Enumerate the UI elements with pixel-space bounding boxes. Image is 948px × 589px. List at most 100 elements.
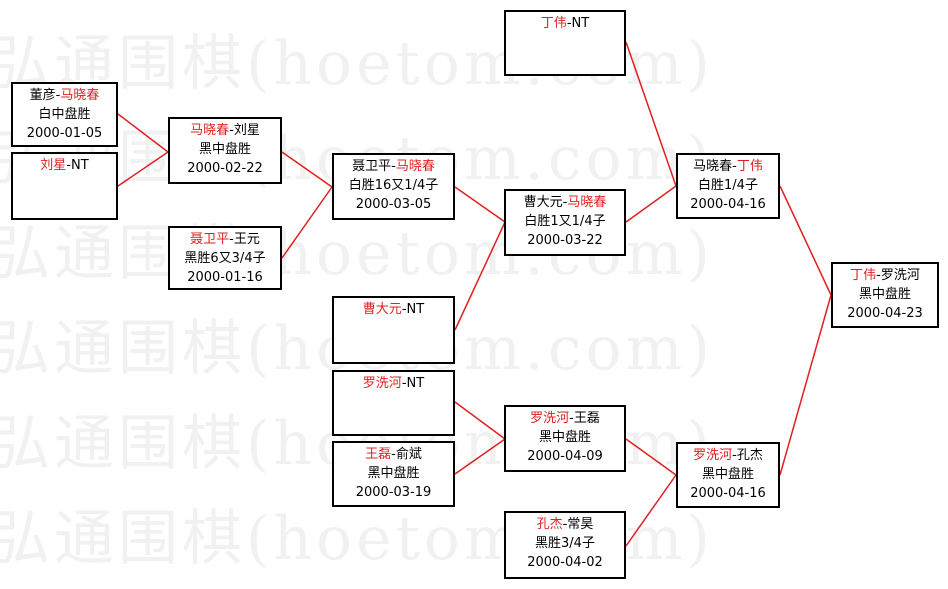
connector-line [117,113,169,153]
connector-line [625,185,677,223]
match-date: 2000-04-23 [847,306,923,321]
versus-dash: - [732,448,737,463]
versus-dash: - [562,195,568,210]
match-date: 2000-03-19 [355,485,432,500]
match-box: 董彦-马晓春白中盘胜 2000-01-05 [11,82,118,147]
match-result: 白胜16又1/4子 [348,178,439,193]
match-box: 罗洗河-王磊黑中盘胜 2000-04-09 [504,405,626,472]
player-name: 聂卫平 [352,159,392,174]
player-name: 罗洗河 [362,376,402,391]
player-name: 马晓春 [693,159,733,174]
match-players: 罗洗河-王磊 [506,409,624,428]
player-name: 孔杰 [736,448,763,463]
match-date: 2000-03-22 [527,233,603,248]
match-date: 2000-01-16 [187,270,263,285]
connector-line [281,151,333,188]
match-date: 2000-01-05 [26,126,103,141]
connector-line [625,474,677,547]
player-name: NT [571,16,590,31]
player-name: 俞斌 [395,447,422,462]
match-date: 2000-03-05 [355,197,432,212]
player-name: 丁伟 [736,159,763,174]
versus-dash: - [566,16,572,31]
player-name: 马晓春 [190,123,230,138]
match-result: 黑中盘胜 [858,287,911,302]
match-players: 罗洗河-孔杰 [678,446,778,465]
match-players: 马晓春-刘星 [170,121,280,140]
match-date: 2000-04-16 [690,486,766,501]
connector-line [454,186,506,223]
match-box: 马晓春-丁伟白胜1/4子 2000-04-16 [676,153,780,219]
connector-line [779,185,832,296]
match-box: 丁伟-罗洗河黑中盘胜 2000-04-23 [831,262,939,328]
versus-dash: - [55,88,61,103]
connector-line [625,41,677,187]
player-name: 王磊 [573,411,600,426]
match-result: 黑中盘胜 [367,466,420,481]
match-players: 丁伟-罗洗河 [833,266,937,285]
player-name: 刘星 [40,158,67,173]
match-result: 黑中盘胜 [538,430,591,445]
match-date: 2000-04-16 [690,197,766,212]
versus-dash: - [391,447,396,462]
player-name: 王元 [233,232,260,247]
versus-dash: - [66,158,72,173]
match-players: 罗洗河-NT [334,374,453,393]
versus-dash: - [401,302,407,317]
connector-line [117,151,169,187]
match-box: 聂卫平-马晓春白胜16又1/4子 2000-03-05 [332,153,455,220]
connector-line [454,438,506,475]
match-result: 白中盘胜 [38,107,91,122]
match-players: 曹大元-NT [334,300,453,319]
connector-line [779,294,832,476]
versus-dash: - [401,376,407,391]
match-result: 黑胜6又3/4子 [184,251,266,266]
player-name: 曹大元 [523,195,563,210]
player-name: NT [406,302,425,317]
versus-dash: - [732,159,737,174]
match-box: 罗洗河-NT [332,370,455,436]
player-name: 刘星 [233,123,260,138]
versus-dash: - [229,232,234,247]
player-name: 罗洗河 [693,448,733,463]
versus-dash: - [391,159,396,174]
player-name: 马晓春 [567,195,607,210]
match-players: 丁伟-NT [506,14,624,33]
player-name: 罗洗河 [530,411,570,426]
player-name: 罗洗河 [880,268,920,283]
match-box: 聂卫平-王元黑胜6又3/4子 2000-01-16 [168,226,282,290]
player-name: 丁伟 [850,268,877,283]
connector-line [625,438,677,476]
connector-line [454,401,506,440]
match-box: 刘星-NT [11,152,118,220]
match-box: 丁伟-NT [504,10,626,76]
match-date: 2000-04-02 [527,555,603,570]
versus-dash: - [229,123,234,138]
player-name: 董彦 [29,88,56,103]
match-box: 王磊-俞斌黑中盘胜 2000-03-19 [332,441,455,507]
player-name: 马晓春 [395,159,435,174]
match-result: 黑胜3/4子 [535,536,595,551]
player-name: 丁伟 [540,16,567,31]
match-players: 王磊-俞斌 [334,445,453,464]
connector-line [281,186,333,259]
match-players: 孔杰-常昊 [506,515,624,534]
versus-dash: - [569,411,574,426]
player-name: 孔杰 [536,517,563,532]
player-name: NT [406,376,425,391]
match-result: 黑中盘胜 [198,142,251,157]
match-players: 董彦-马晓春 [13,86,116,105]
match-players: 曹大元-马晓春 [506,193,624,212]
match-players: 刘星-NT [13,156,116,175]
match-box: 曹大元-NT [332,296,455,364]
player-name: 曹大元 [362,302,402,317]
match-date: 2000-04-09 [527,449,603,464]
match-players: 聂卫平-马晓春 [334,157,453,176]
match-result: 白胜1/4子 [698,178,758,193]
player-name: NT [71,158,89,173]
match-players: 聂卫平-王元 [170,230,280,249]
